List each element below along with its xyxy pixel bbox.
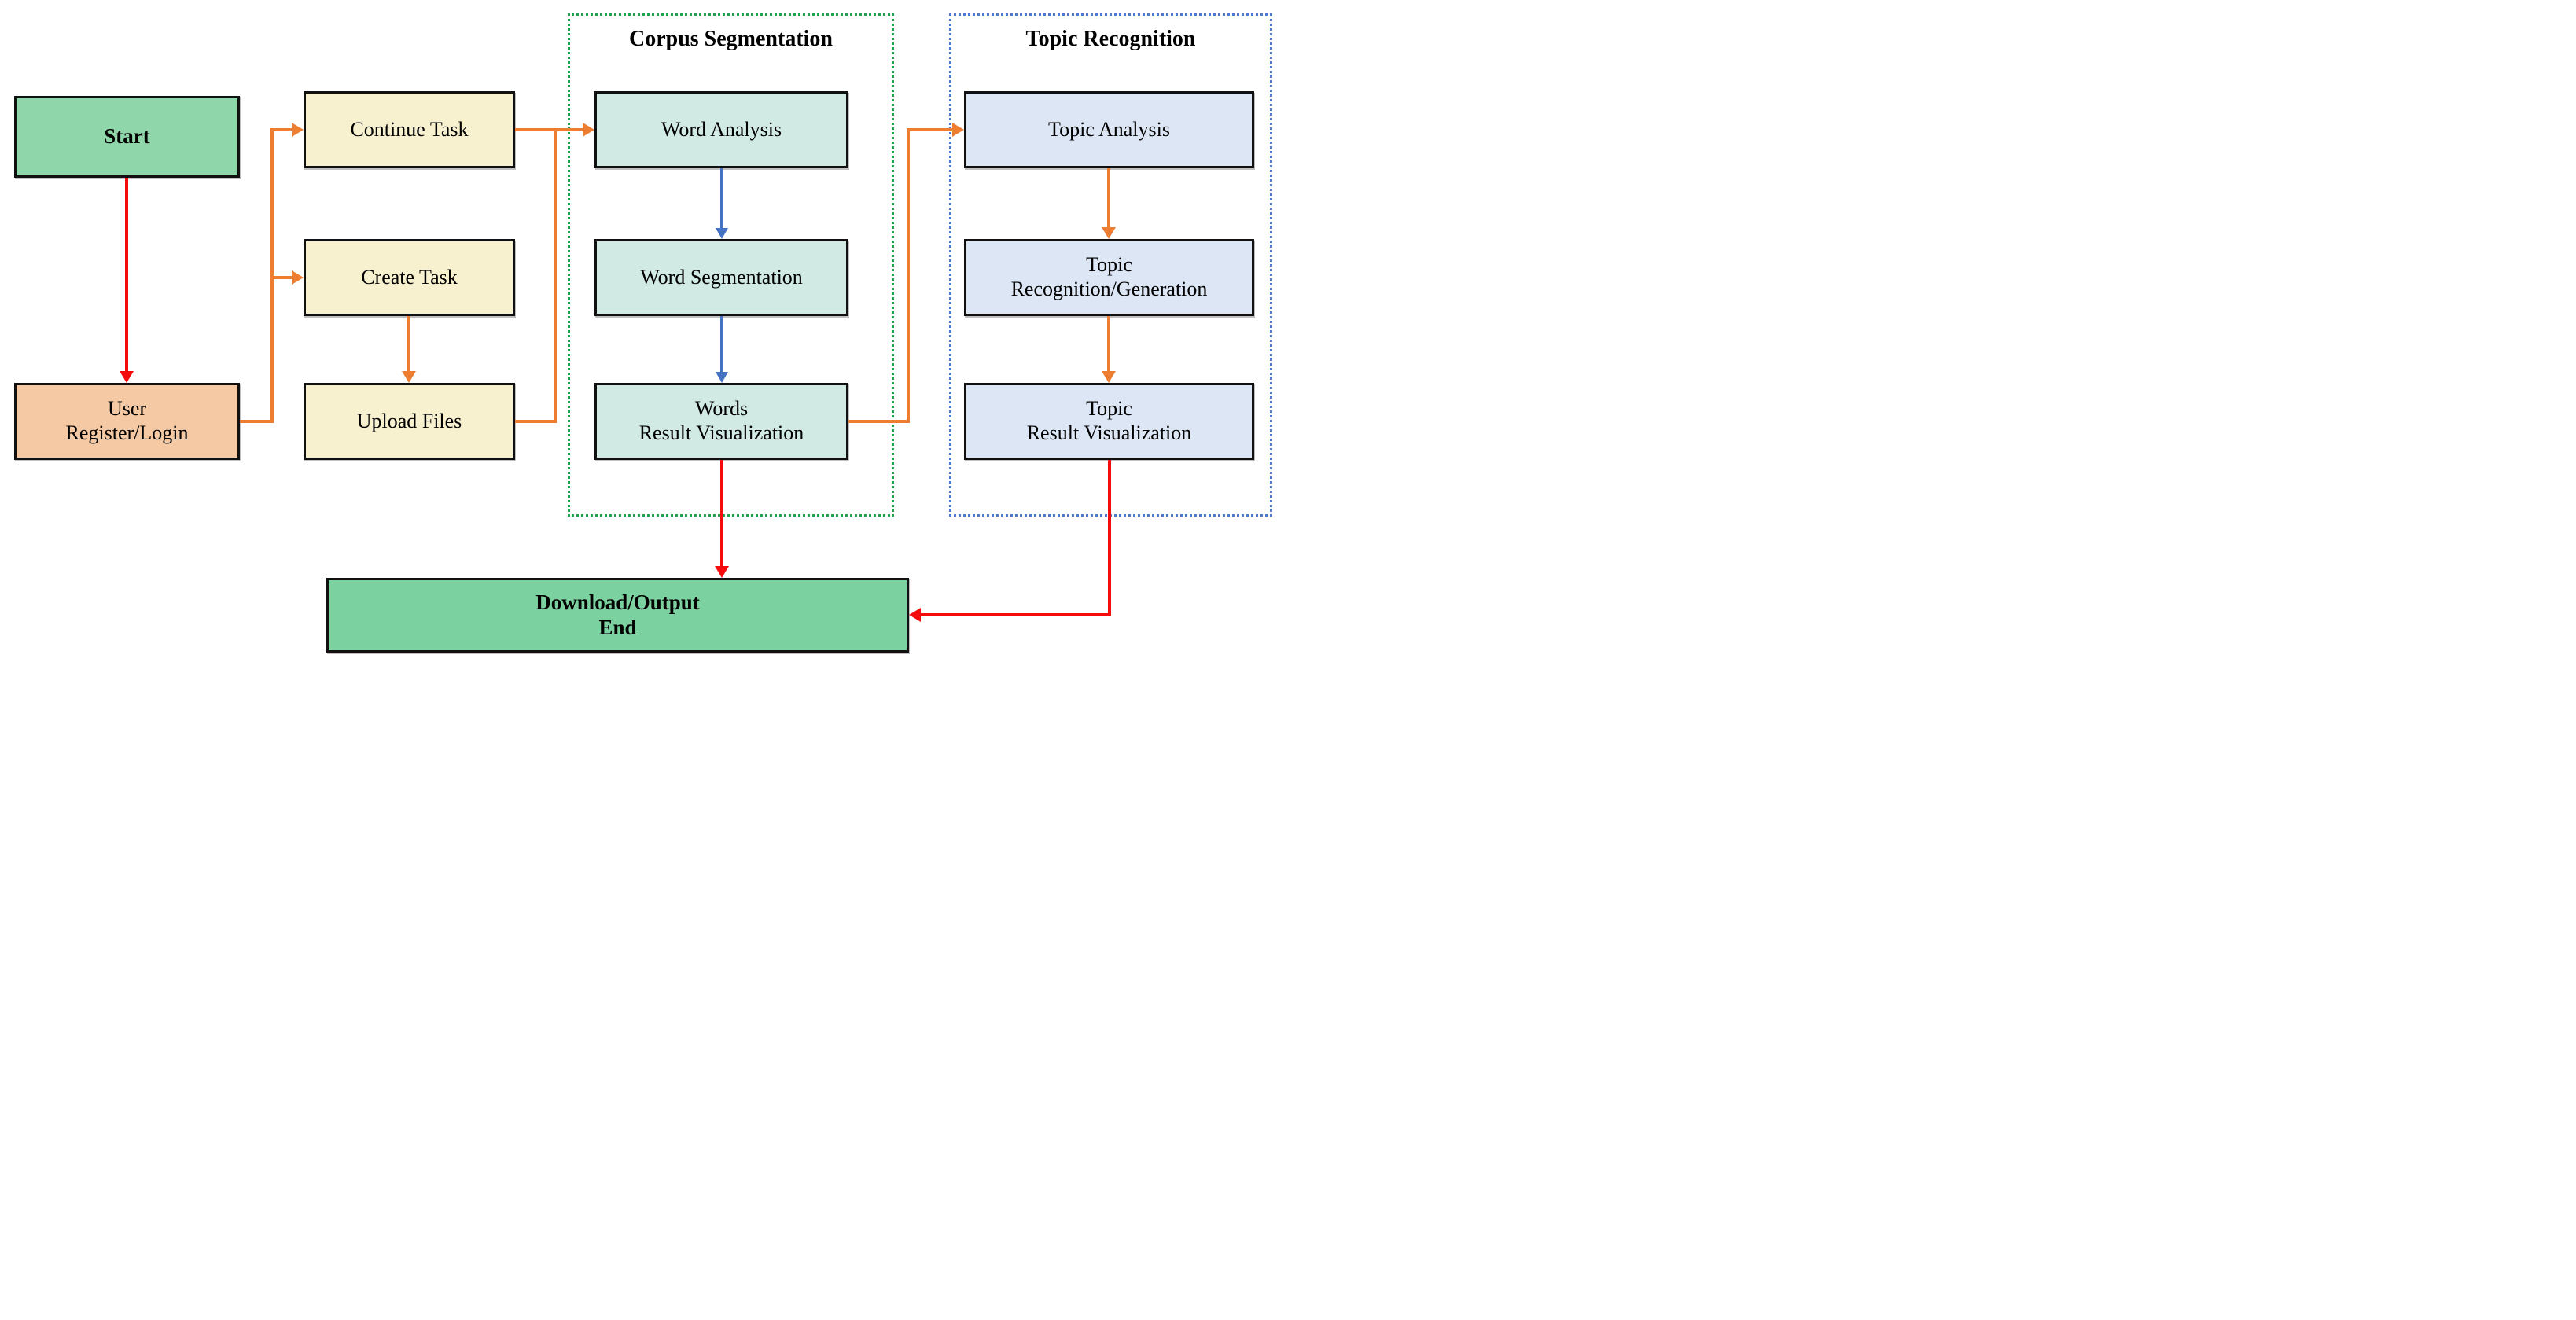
edge-user-to-create-arrowhead xyxy=(292,270,304,285)
edge-words-rv-riser-line xyxy=(907,128,910,423)
edge-segmentation-to-words-rv-line xyxy=(720,316,723,373)
node-topic-result-visualization-label-line2: Result Visualization xyxy=(1026,421,1192,444)
node-create-task: Create Task xyxy=(304,239,515,316)
edge-continue-to-word-analysis-arrowhead xyxy=(583,123,594,137)
node-start: Start xyxy=(14,96,240,178)
edge-word-analysis-to-segmentation-arrowhead xyxy=(716,228,728,239)
node-words-result-visualization-label-line1: Words xyxy=(694,397,749,421)
edge-create-to-upload-line xyxy=(407,316,410,372)
group-topic-recognition-title: Topic Recognition xyxy=(1025,27,1196,51)
node-topic-recognition-generation-label-line2: Recognition/Generation xyxy=(1010,278,1208,300)
edge-segmentation-to-words-rv-arrowhead xyxy=(716,372,728,383)
node-word-analysis-label: Word Analysis xyxy=(661,117,782,141)
node-topic-analysis-label: Topic Analysis xyxy=(1048,117,1170,141)
edge-user-to-create-line xyxy=(270,276,293,279)
node-words-result-visualization: Words Result Visualization xyxy=(594,383,848,460)
edge-topic-rv-to-download-line xyxy=(919,613,1111,616)
edge-upload-riser-line xyxy=(554,128,557,423)
edge-user-to-continue-line xyxy=(270,128,293,131)
node-create-task-label: Create Task xyxy=(361,265,458,289)
edge-topic-analysis-to-recgen-line xyxy=(1107,168,1110,228)
node-download-output-end-label-line1: Download/Output xyxy=(535,590,700,614)
edge-user-exit-line xyxy=(240,420,274,423)
edge-user-to-continue-arrowhead xyxy=(292,123,304,137)
node-user-register-login-label-line1: User xyxy=(107,397,147,421)
node-upload-files: Upload Files xyxy=(304,383,515,460)
node-download-output-end-label-line2: End xyxy=(598,615,637,639)
edge-words-rv-to-topic-analysis-arrowhead xyxy=(952,123,964,137)
edge-start-to-user-line xyxy=(125,178,128,372)
edge-topic-rv-drop-line xyxy=(1108,460,1111,616)
edge-create-to-upload-arrowhead xyxy=(402,371,416,383)
node-topic-recognition-generation: Topic Recognition/Generation xyxy=(964,239,1254,316)
edge-word-analysis-to-segmentation-line xyxy=(720,168,723,229)
node-topic-recognition-generation-label-line1: Topic xyxy=(1086,253,1132,277)
node-word-analysis: Word Analysis xyxy=(594,91,848,168)
node-start-label: Start xyxy=(104,124,150,149)
edge-recgen-to-topic-rv-line xyxy=(1107,316,1110,372)
edge-words-rv-to-topic-analysis-line xyxy=(907,128,953,131)
edge-start-to-user-arrowhead xyxy=(120,371,134,383)
node-word-segmentation-label: Word Segmentation xyxy=(640,265,803,289)
node-topic-analysis: Topic Analysis xyxy=(964,91,1254,168)
node-upload-files-label: Upload Files xyxy=(356,409,462,432)
node-word-segmentation: Word Segmentation xyxy=(594,239,848,316)
flowchart-canvas: Corpus Segmentation Topic Recognition St… xyxy=(0,0,1288,660)
node-continue-task-label: Continue Task xyxy=(350,117,469,141)
node-continue-task: Continue Task xyxy=(304,91,515,168)
edge-topic-analysis-to-recgen-arrowhead xyxy=(1102,227,1116,239)
node-words-result-visualization-label-line2: Result Visualization xyxy=(638,421,804,444)
edge-user-riser-line xyxy=(270,128,274,423)
node-topic-result-visualization-label-line1: Topic xyxy=(1086,397,1132,421)
edge-topic-rv-to-download-arrowhead xyxy=(909,608,921,622)
edge-continue-to-word-analysis-line xyxy=(515,128,583,131)
edge-words-rv-to-download-arrowhead xyxy=(715,566,729,578)
node-download-output-end: Download/Output End xyxy=(326,578,909,653)
edge-upload-exit-line xyxy=(515,420,557,423)
node-topic-result-visualization: Topic Result Visualization xyxy=(964,383,1254,460)
edge-words-rv-to-download-line xyxy=(720,460,723,567)
edge-recgen-to-topic-rv-arrowhead xyxy=(1102,371,1116,383)
node-user-register-login-label-line2: Register/Login xyxy=(65,421,189,444)
node-user-register-login: User Register/Login xyxy=(14,383,240,460)
group-corpus-segmentation: Corpus Segmentation xyxy=(568,13,894,517)
edge-words-rv-exit-line xyxy=(848,420,910,423)
group-corpus-segmentation-title: Corpus Segmentation xyxy=(628,27,833,51)
